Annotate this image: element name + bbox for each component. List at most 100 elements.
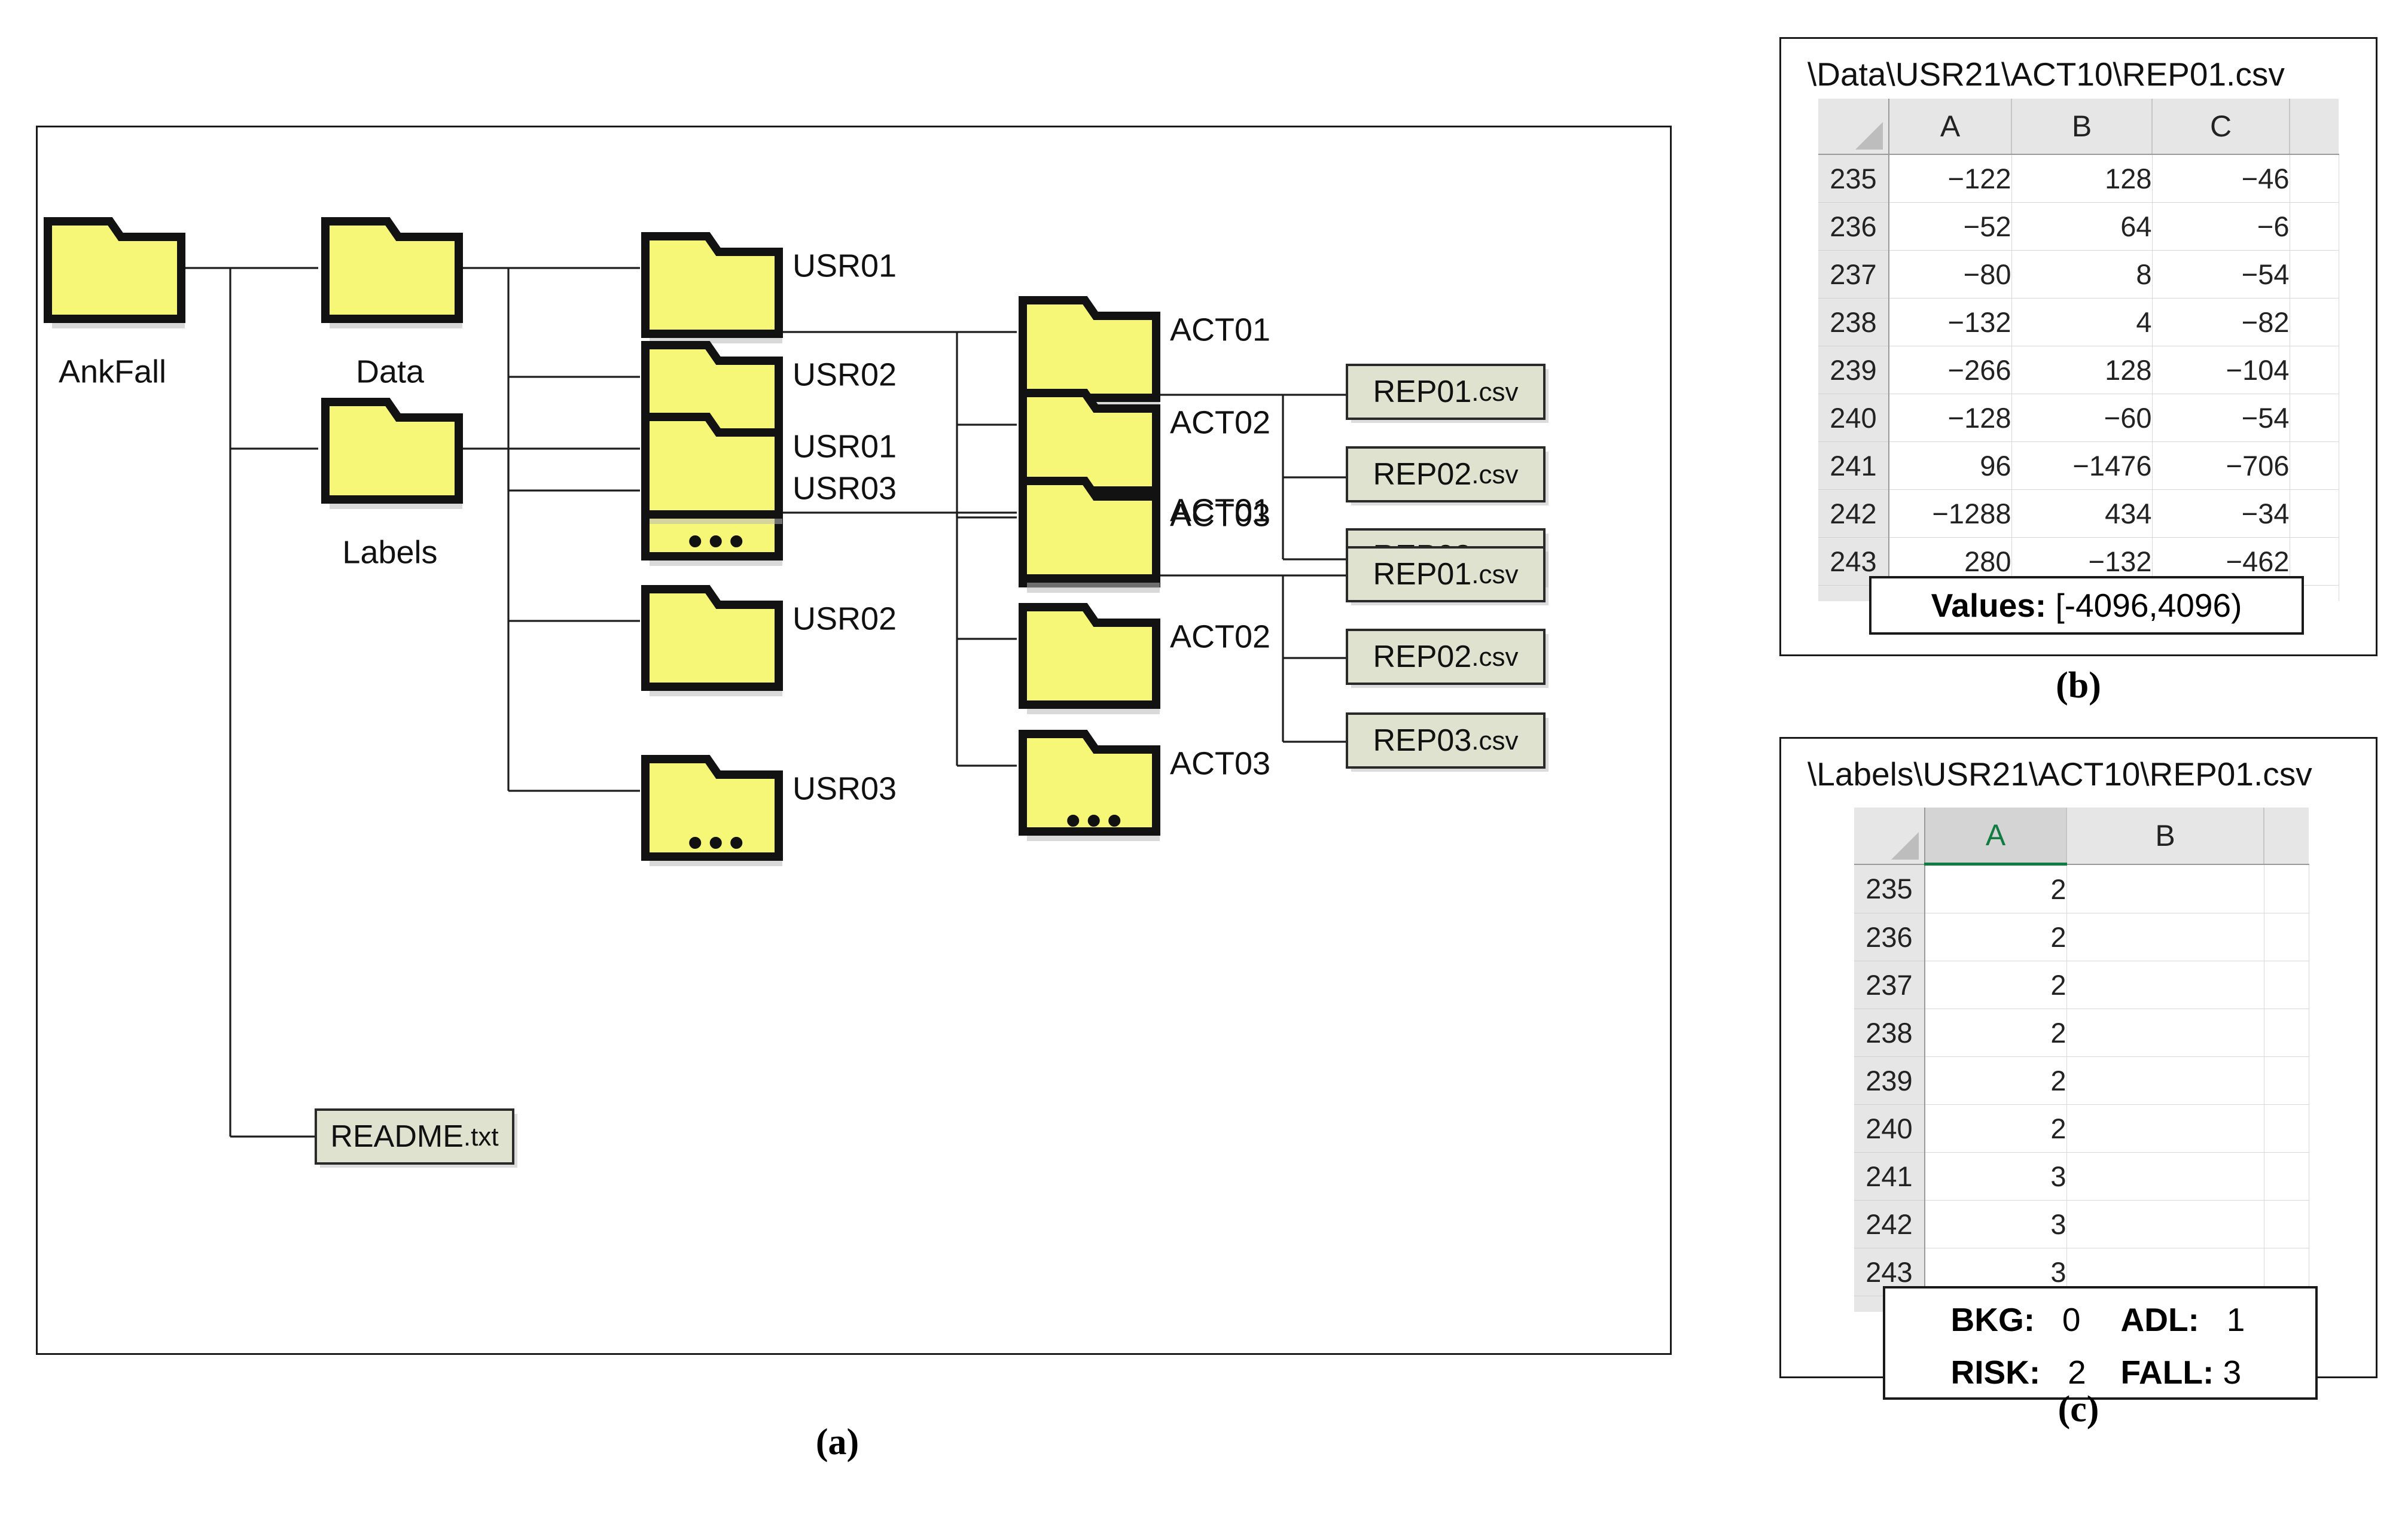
sheet-cell[interactable]: 8 [2011,250,2153,298]
folder-node-labels-act03[interactable]: ACT03 [1023,734,1270,841]
sheet-cell[interactable]: 2 [1925,864,2067,913]
row-header[interactable]: 240 [1818,394,1889,442]
sheet-cell[interactable] [2290,346,2339,394]
row-header[interactable]: 235 [1818,154,1889,203]
sheet-cell[interactable] [2066,961,2264,1009]
row-header[interactable]: 238 [1854,1009,1925,1057]
folder-node-data[interactable]: Data [325,221,462,389]
row-header[interactable]: 243 [1854,1248,1925,1296]
sheet-cell[interactable]: −266 [1889,346,2012,394]
folder-node-data-act03[interactable]: ACT03 [1023,486,1270,593]
sheet-cell[interactable] [2264,1200,2309,1248]
select-all-corner-icon[interactable] [1854,808,1925,865]
sheet-cell[interactable]: −1476 [2011,441,2153,490]
sheet-cell[interactable]: −34 [2152,489,2290,538]
sheet-cell[interactable] [2290,154,2339,203]
file-node-readme[interactable]: README.txt [315,1108,517,1168]
row-header[interactable]: 235 [1854,864,1925,913]
sheet-cell[interactable]: 128 [2011,346,2153,394]
folder-node-labels-usr03[interactable]: USR03 [645,759,897,866]
folder-node-data-usr01[interactable]: USR01 [645,236,897,343]
sheet-cell[interactable] [2066,864,2264,913]
row-header[interactable]: 237 [1854,961,1925,1009]
sheet-cell[interactable]: −6 [2152,202,2290,251]
sheet-cell[interactable]: −1288 [1889,489,2012,538]
folder-node-labels[interactable]: Labels [325,402,462,570]
sheet-cell[interactable] [2290,394,2339,442]
sheet-cell[interactable] [2066,1056,2264,1105]
sheet-cell[interactable]: 434 [2011,489,2153,538]
sheet-cell[interactable]: −54 [2152,250,2290,298]
sheet-cell[interactable]: 3 [1925,1200,2067,1248]
row-header[interactable]: 239 [1818,346,1889,394]
sheet-cell[interactable]: 96 [1889,441,2012,490]
sheet-cell[interactable]: 64 [2011,202,2153,251]
select-all-corner-icon[interactable] [1818,99,1889,155]
sheet-cell[interactable]: −132 [1889,298,2012,346]
column-header-c[interactable]: C [2152,99,2290,155]
folder-node-root[interactable]: AnkFall [48,221,185,389]
row-header[interactable]: 237 [1818,250,1889,298]
row-header[interactable]: 241 [1818,441,1889,490]
sheet-cell[interactable] [2264,1009,2309,1057]
file-node-data-rep02[interactable]: REP02.csv [1346,446,1549,505]
folder-node-labels-act01[interactable]: ACT01 [1023,481,1270,588]
sheet-cell[interactable]: 4 [2011,298,2153,346]
sheet-cell[interactable] [2264,864,2309,913]
sheet-cell[interactable] [2264,1056,2309,1105]
sheet-cell[interactable] [2066,1104,2264,1153]
folder-node-labels-usr01[interactable]: USR01 [645,417,897,524]
row-header[interactable]: 238 [1818,298,1889,346]
sheet-cell[interactable]: 128 [2011,154,2153,203]
file-node-labels-rep01[interactable]: REP01.csv [1346,546,1549,605]
row-header[interactable]: 236 [1854,913,1925,961]
sheet-cell[interactable]: 2 [1925,913,2067,961]
sheet-cell[interactable]: −122 [1889,154,2012,203]
column-header-b[interactable]: B [2011,99,2153,155]
folder-node-labels-usr02[interactable]: USR02 [645,589,897,696]
file-node-labels-rep02[interactable]: REP02.csv [1346,629,1549,688]
sheet-cell[interactable]: −52 [1889,202,2012,251]
column-header-a[interactable]: A [1889,99,2012,155]
sheet-cell[interactable] [2264,961,2309,1009]
sheet-cell[interactable] [2290,489,2339,538]
row-header[interactable]: 243 [1818,537,1889,586]
folder-node-data-act01[interactable]: ACT01 [1023,300,1270,407]
sheet-cell[interactable] [2290,298,2339,346]
sheet-cell[interactable]: −706 [2152,441,2290,490]
sheet-cell[interactable] [2066,1009,2264,1057]
file-node-labels-rep03[interactable]: REP03.csv [1346,712,1549,772]
sheet-cell[interactable] [2264,1104,2309,1153]
sheet-cell[interactable] [2290,441,2339,490]
sheet-cell[interactable] [2066,913,2264,961]
sheet-cell[interactable] [2066,1152,2264,1201]
sheet-cell[interactable] [2290,250,2339,298]
folder-node-data-act02[interactable]: ACT02 [1023,393,1270,500]
column-header-blank[interactable] [2264,808,2309,865]
sheet-cell[interactable] [2264,1152,2309,1201]
row-header[interactable]: 236 [1818,202,1889,251]
sheet-cell[interactable]: 2 [1925,1104,2067,1153]
folder-node-data-usr03[interactable]: USR03 [645,459,897,566]
sheet-cell[interactable]: 2 [1925,961,2067,1009]
file-node-data-rep01[interactable]: REP01.csv [1346,364,1549,423]
row-header[interactable]: 240 [1854,1104,1925,1153]
folder-node-labels-act02[interactable]: ACT02 [1023,607,1270,714]
sheet-cell[interactable] [2066,1200,2264,1248]
sheet-cell[interactable]: −60 [2011,394,2153,442]
sheet-cell[interactable]: 3 [1925,1152,2067,1201]
sheet-cell[interactable]: −82 [2152,298,2290,346]
folder-node-data-usr02[interactable]: USR02 [645,345,897,452]
sheet-cell[interactable] [2290,202,2339,251]
row-header[interactable]: 241 [1854,1152,1925,1201]
column-header-b[interactable]: B [2066,808,2264,865]
column-header-blank[interactable] [2290,99,2339,155]
sheet-cell[interactable] [2290,537,2339,586]
sheet-cell[interactable]: −54 [2152,394,2290,442]
sheet-cell[interactable]: −46 [2152,154,2290,203]
sheet-cell[interactable] [2264,913,2309,961]
sheet-cell[interactable]: 2 [1925,1009,2067,1057]
sheet-cell[interactable]: −128 [1889,394,2012,442]
